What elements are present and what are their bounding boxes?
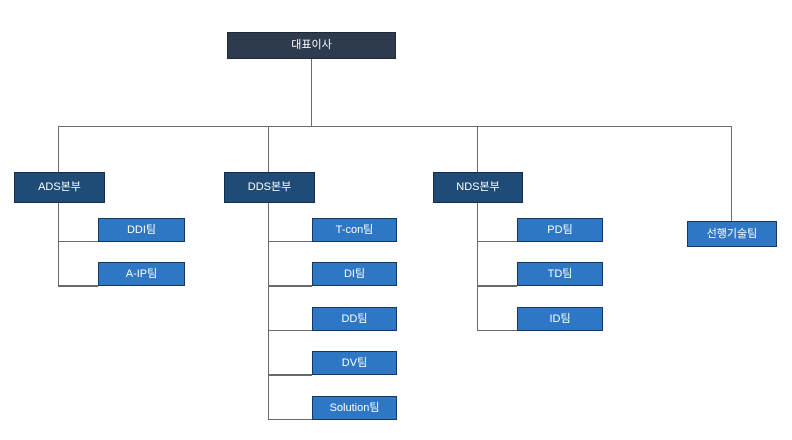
org-node-label: DDS본부 [247,181,292,193]
connector-drop-nds [476,125,478,172]
connector-main-horizontal [57,125,732,127]
org-node-team-advanced-tech: 선행기술팀 [687,221,777,247]
org-node-label: ID팀 [549,312,571,325]
org-node-label: DD팀 [341,312,368,325]
connector-dds-trunk [267,203,269,420]
org-node-team-id: ID팀 [517,307,603,331]
connector-dds-dv [267,374,312,376]
connector-ceo-trunk [310,59,312,126]
org-node-label: ADS본부 [38,181,81,193]
connector-ads-ddi [57,240,98,242]
connector-nds-id [476,329,517,331]
org-node-division-ads: ADS본부 [14,172,105,203]
org-node-team-ddi: DDI팀 [98,218,185,242]
connector-dds-dd [267,329,312,331]
org-node-team-pd: PD팀 [517,218,603,242]
org-node-team-dv: DV팀 [312,351,397,375]
org-node-label: 대표이사 [291,39,332,51]
org-node-label: DDI팀 [126,223,157,236]
connector-dds-tcon [267,240,312,242]
org-node-division-nds: NDS본부 [433,172,523,203]
org-node-label: TD팀 [547,267,573,280]
connector-dds-di [267,285,312,287]
org-node-label: DI팀 [343,267,366,280]
connector-ads-aip [57,285,98,287]
org-node-team-td: TD팀 [517,262,603,286]
connector-drop-direct-team [730,125,732,221]
connector-nds-td [476,285,517,287]
org-node-team-di: DI팀 [312,262,397,286]
org-node-division-dds: DDS본부 [224,172,315,203]
org-node-label: T-con팀 [335,223,374,236]
org-node-team-aip: A-IP팀 [98,262,185,286]
org-node-label: DV팀 [341,356,368,369]
connector-nds-trunk [476,203,478,331]
org-node-team-dd: DD팀 [312,307,397,331]
connector-nds-pd [476,240,517,242]
connector-dds-solution [267,418,312,420]
org-node-ceo: 대표이사 [227,32,396,59]
org-node-label: Solution팀 [329,401,380,414]
org-node-label: NDS본부 [456,181,500,193]
connector-drop-ads [57,125,59,172]
org-node-label: PD팀 [547,223,573,236]
connector-ads-trunk [57,203,59,287]
connector-drop-dds [267,125,269,172]
org-node-team-tcon: T-con팀 [312,218,397,242]
org-node-label: 선행기술팀 [706,227,758,240]
org-node-label: A-IP팀 [125,267,158,280]
org-node-team-solution: Solution팀 [312,396,397,420]
